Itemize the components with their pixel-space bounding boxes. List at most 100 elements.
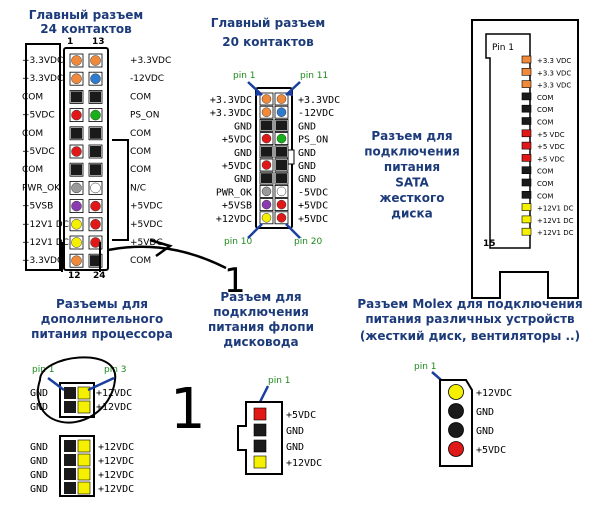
- floppy-pin-2: [253, 423, 267, 437]
- sata-label-15: +12V1 DC: [537, 229, 574, 237]
- sata-pin-7: [521, 129, 532, 138]
- c20-arrow-pin10: [247, 223, 263, 239]
- c24-left-label-6: +5VDC: [22, 147, 55, 157]
- c20-pin-15: [274, 145, 289, 159]
- sata-pin-10: [521, 166, 532, 174]
- cpu-small-pin-3: [77, 386, 91, 400]
- c24-pin-19: [88, 162, 103, 177]
- c20-left-label-5: GND: [234, 148, 252, 159]
- cpu-big-right-3: +12VDC: [98, 470, 134, 481]
- molex-pin-2: [448, 403, 464, 419]
- c24-right-label-19: COM: [130, 165, 151, 175]
- c24-num-24: 24: [93, 271, 106, 281]
- c24-right-label-17: COM: [130, 129, 151, 139]
- c20-right-label-14: PS_ON: [298, 135, 328, 146]
- floppy-pin-3: [253, 439, 267, 453]
- cpu-big-left-1: GND: [30, 442, 48, 453]
- molex-pin-3: [448, 422, 464, 438]
- cpu-sketch-circle: [36, 356, 117, 424]
- molex-title-2: питания различных устройств: [365, 312, 575, 326]
- c24-left-label-4: +5VDC: [22, 111, 55, 121]
- sketch-arrow-head: [149, 238, 173, 258]
- c20-pin-13: [274, 119, 289, 132]
- c24-title-2: 24 контактов: [40, 22, 132, 36]
- c24-pin-5: [69, 126, 84, 141]
- c24-right-label-21: +5VDC: [130, 202, 163, 212]
- cpu-small-right-1: +12VDC: [96, 388, 132, 399]
- c24-pin-14: [88, 71, 103, 86]
- c20-pin-9: [259, 198, 274, 212]
- molex-label-2: GND: [476, 407, 494, 418]
- c20-right-label-20: +5VDC: [298, 214, 328, 225]
- cpu-big-pin-12v-1: [77, 439, 91, 453]
- c20-pin-18: [274, 184, 289, 198]
- molex-label-4: +5VDC: [476, 445, 506, 456]
- sketch-arrow-line: [107, 245, 227, 270]
- floppy-pin-1: [253, 407, 267, 421]
- cpu-big-pin-gnd-4: [64, 482, 76, 494]
- c24-pin-22: [88, 217, 103, 232]
- c24-pin-7: [69, 162, 84, 177]
- c24-pin-21: [88, 199, 103, 214]
- cpu-big-pin-gnd-1: [64, 440, 76, 452]
- c20-arrow-pin1: [247, 81, 263, 96]
- c24-num-12: 12: [68, 271, 81, 281]
- c24-left-label-9: +5VSB: [22, 202, 53, 212]
- c24-left-label-1: +3.3VDC: [22, 56, 63, 66]
- c20-pin-19: [274, 198, 289, 212]
- c24-right-label-23: +5VDC: [130, 238, 163, 248]
- cpu-big-right-4: +12VDC: [98, 484, 134, 495]
- c20-left-label-3: GND: [234, 121, 252, 132]
- c24-pin-1: [69, 53, 84, 68]
- c24-pin-6: [69, 144, 84, 159]
- cpu-title-2: дополнительного: [41, 312, 163, 326]
- cpu-small-right-2: +12VDC: [96, 402, 132, 413]
- c24-pin-20: [88, 180, 103, 195]
- c20-pin-6: [259, 158, 274, 172]
- c20-latch: [287, 149, 295, 165]
- c20-pin-10: [259, 211, 274, 225]
- c20-right-label-13: GND: [298, 121, 316, 132]
- c20-pin-4: [259, 132, 274, 146]
- c20-pin1-label: pin 1: [233, 71, 256, 81]
- c24-pin-8: [69, 180, 84, 195]
- cpu-small-pin-1: [64, 387, 76, 399]
- molex-title-3: (жесткий диск, вентиляторы ..): [360, 329, 580, 343]
- c24-pin-17: [88, 126, 103, 141]
- cpu-big-right-2: +12VDC: [98, 456, 134, 467]
- c24-right-label-24: COM: [130, 256, 151, 266]
- c24-right-label-15: COM: [130, 92, 151, 102]
- sata-label-6: COM: [537, 119, 553, 127]
- cpu-big-left-3: GND: [30, 470, 48, 481]
- sata-pin-14: [521, 215, 532, 224]
- cpu-small-pin-2: [64, 401, 76, 413]
- c20-arrow-pin11: [285, 81, 301, 96]
- sata-inner: [485, 33, 531, 249]
- sata-pin-1: [521, 55, 532, 64]
- cpu-big-pin-12v-3: [77, 467, 91, 481]
- cpu-big-pin-12v-4: [77, 481, 91, 495]
- floppy-label-3: GND: [286, 442, 304, 453]
- sata-label-5: COM: [537, 106, 553, 114]
- c20-pin11-label: pin 11: [300, 71, 328, 81]
- floppy-title-1: Разъем для: [220, 290, 301, 304]
- c24-right-label-13: +3.3VDC: [130, 56, 171, 66]
- c20-arrow-pin20: [285, 223, 301, 239]
- c20-left-label-9: +5VSB: [222, 201, 252, 212]
- sketch-digit-top: 1: [224, 261, 246, 301]
- c24-sketch-bracket: [112, 139, 129, 241]
- sata-pin-8: [521, 141, 532, 150]
- c20-pin-17: [274, 171, 289, 185]
- c24-pin-10: [69, 217, 84, 232]
- c20-left-label-10: +12VDC: [216, 214, 252, 225]
- sata-title-line-1: Разъем для: [371, 129, 452, 143]
- c20-pin-7: [259, 171, 274, 185]
- sata-title-line-3: питания: [384, 160, 440, 174]
- c24-pin-4: [69, 108, 84, 122]
- c24-pin-12: [69, 253, 84, 268]
- sata-label-13: +12V1 DC: [537, 205, 574, 213]
- sata-pin-2: [521, 68, 532, 76]
- sata-pin-13: [521, 203, 532, 211]
- c20-pin-3: [259, 119, 274, 132]
